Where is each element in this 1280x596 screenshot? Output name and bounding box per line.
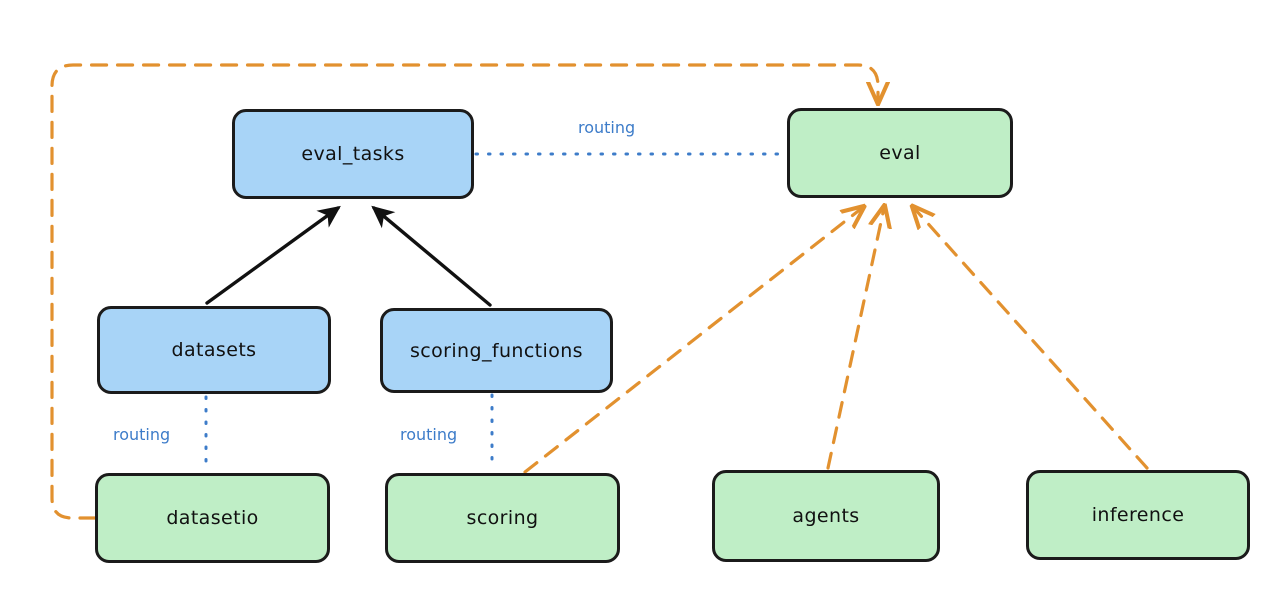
edge-label-routing-datasetio: routing: [113, 425, 171, 444]
edge-label-routing-eval: routing: [578, 118, 636, 137]
node-eval[interactable]: eval: [787, 108, 1013, 198]
node-inference[interactable]: inference: [1026, 470, 1250, 560]
edge-label-routing-scoring: routing: [400, 425, 458, 444]
node-scoring[interactable]: scoring: [385, 473, 620, 563]
edge-datasets-to-eval-tasks: [205, 205, 341, 305]
edge-scoring-functions-to-eval-tasks: [371, 205, 492, 307]
node-agents[interactable]: agents: [712, 470, 940, 562]
node-label-datasetio: datasetio: [166, 507, 259, 529]
node-datasetio[interactable]: datasetio: [95, 473, 330, 563]
node-label-inference: inference: [1091, 504, 1185, 526]
edge-agents-to-eval: [826, 208, 884, 470]
node-label-eval: eval: [879, 142, 921, 164]
edge-inference-to-eval: [914, 208, 1149, 470]
node-label-scoring-functions: scoring_functions: [410, 339, 583, 362]
node-label-agents: agents: [792, 505, 860, 527]
node-label-scoring: scoring: [466, 507, 539, 529]
edge-datasetio-to-eval: [50, 63, 878, 520]
node-scoring-functions[interactable]: scoring_functions: [380, 308, 613, 393]
edge-scoring-to-eval: [523, 208, 862, 474]
node-label-eval-tasks: eval_tasks: [301, 143, 405, 165]
node-label-datasets: datasets: [171, 339, 257, 361]
node-datasets[interactable]: datasets: [97, 306, 331, 394]
node-eval-tasks[interactable]: eval_tasks: [232, 109, 474, 199]
